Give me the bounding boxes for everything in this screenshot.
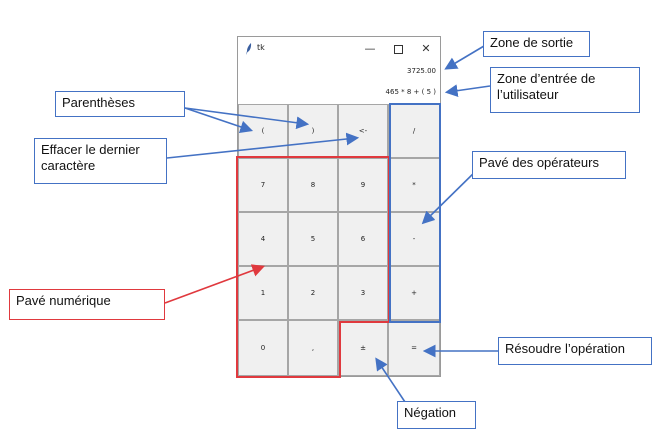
key-close-paren[interactable]: ) xyxy=(288,104,338,158)
window-title: tk xyxy=(257,43,265,52)
key-1[interactable]: 1 xyxy=(238,266,288,320)
callout-numerique: Pavé numérique xyxy=(9,289,165,320)
input-field[interactable]: 465 * 8 + ( 5 ) xyxy=(385,88,436,96)
key-multiply[interactable]: * xyxy=(388,158,440,212)
feather-icon xyxy=(246,43,252,55)
callout-zone-sortie-text: Zone de sortie xyxy=(490,35,574,50)
key-6[interactable]: 6 xyxy=(338,212,388,266)
callout-zone-sortie: Zone de sortie xyxy=(483,31,590,57)
callout-resoudre: Résoudre l’opération xyxy=(498,337,652,365)
arrow-zone-sortie xyxy=(444,45,485,70)
output-display: 3725.00 xyxy=(407,67,436,75)
key-open-paren[interactable]: ( xyxy=(238,104,288,158)
key-3[interactable]: 3 xyxy=(338,266,388,320)
callout-zone-entree: Zone d’entrée de l’utilisateur xyxy=(490,67,640,113)
key-4[interactable]: 4 xyxy=(238,212,288,266)
key-equals[interactable]: = xyxy=(388,320,440,376)
callout-effacer-line1: Effacer le dernier xyxy=(41,142,140,157)
key-9[interactable]: 9 xyxy=(338,158,388,212)
key-2[interactable]: 2 xyxy=(288,266,338,320)
callout-parentheses: Parenthèses xyxy=(55,91,185,117)
key-5[interactable]: 5 xyxy=(288,212,338,266)
key-minus[interactable]: - xyxy=(388,212,440,266)
callout-operateurs: Pavé des opérateurs xyxy=(472,151,626,179)
key-negate[interactable]: ± xyxy=(338,320,388,376)
title-bar: tk — ✕ xyxy=(238,37,440,61)
minimize-button[interactable]: — xyxy=(364,42,376,55)
arrow-zone-entree xyxy=(444,84,491,97)
close-button[interactable]: ✕ xyxy=(421,42,431,55)
callout-negation: Négation xyxy=(397,401,476,429)
callout-zone-entree-line1: Zone d’entrée de xyxy=(497,71,596,86)
callout-resoudre-text: Résoudre l’opération xyxy=(505,341,625,356)
callout-operateurs-text: Pavé des opérateurs xyxy=(479,155,599,170)
keypad: ( ) <- / 7 8 9 * 4 5 6 - 1 2 3 + 0 , ± = xyxy=(238,104,440,376)
key-comma[interactable]: , xyxy=(288,320,338,376)
maximize-button[interactable] xyxy=(388,40,408,58)
key-7[interactable]: 7 xyxy=(238,158,288,212)
callout-parentheses-text: Parenthèses xyxy=(62,95,135,110)
callout-zone-entree-line2: l’utilisateur xyxy=(497,87,559,102)
key-8[interactable]: 8 xyxy=(288,158,338,212)
callout-negation-text: Négation xyxy=(404,405,457,420)
callout-numerique-text: Pavé numérique xyxy=(16,293,111,308)
key-backspace[interactable]: <- xyxy=(338,104,388,158)
callout-effacer: Effacer le dernier caractère xyxy=(34,138,167,184)
callout-effacer-line2: caractère xyxy=(41,158,96,173)
key-plus[interactable]: + xyxy=(388,266,440,320)
key-0[interactable]: 0 xyxy=(238,320,288,376)
maximize-icon xyxy=(393,44,403,54)
calculator-window: tk — ✕ 3725.00 465 * 8 + ( 5 ) ( ) <- / … xyxy=(237,36,441,377)
key-divide[interactable]: / xyxy=(388,104,440,158)
